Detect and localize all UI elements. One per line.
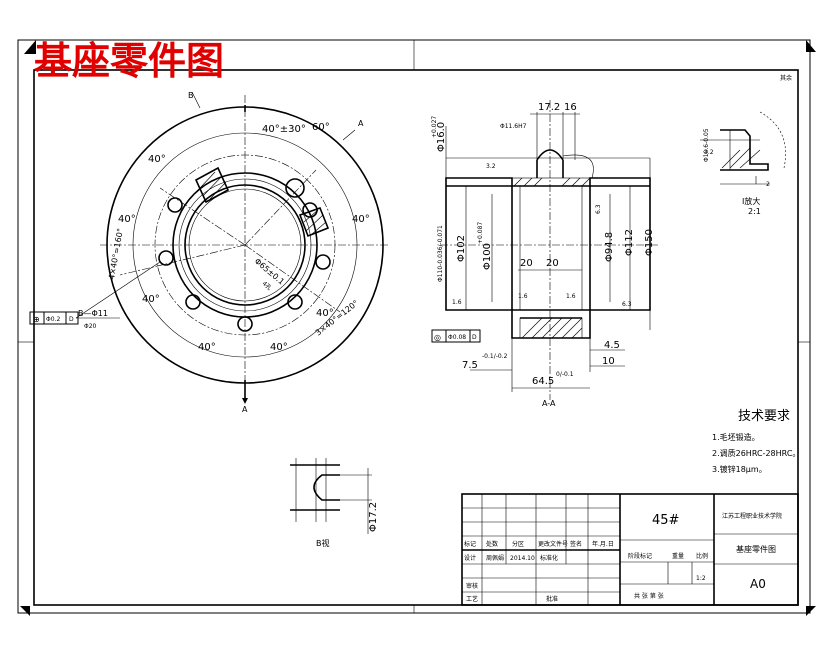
- dim-d112: Φ112: [624, 229, 635, 256]
- dim-4-5: 4.5: [604, 340, 620, 351]
- hole-diameter-label: Φ65±0.1: [253, 257, 286, 287]
- angle-label: 40°: [118, 214, 136, 225]
- dim-7-5: 7.5: [462, 360, 478, 371]
- school-cell: 江苏工程职业技术学院: [722, 512, 782, 520]
- stage-cell: 阶段标记: [628, 552, 652, 560]
- small-hole-sub-label: Φ20: [84, 323, 97, 330]
- header-cell: 标记: [464, 540, 476, 548]
- header-cell: 年.月.日: [592, 540, 614, 548]
- dim-d16-tol: +0.027: [431, 116, 438, 138]
- dim-16: 16: [564, 102, 577, 113]
- svg-text:Φ0.08: Φ0.08: [448, 334, 466, 341]
- dim-20-a: 20: [520, 258, 533, 269]
- header-cell: 更改文件号: [538, 540, 568, 548]
- angle-label: 40°: [316, 308, 334, 319]
- header-cell: 签名: [570, 540, 582, 548]
- design-cell: 设计: [464, 554, 476, 562]
- dim-64-5-tol: 0/-0.1: [556, 371, 574, 378]
- drawing-no-cell: A0: [750, 577, 766, 591]
- view-mark-b: B: [188, 91, 194, 100]
- review-cell: 审核: [466, 582, 478, 590]
- header-cell: 处数: [486, 540, 498, 548]
- tech-req-item: 1.毛坯锻造。: [712, 432, 760, 442]
- dim-d110: Φ110-0.036/-0.071: [437, 225, 444, 282]
- view-b-dim: Φ17.2: [368, 502, 379, 532]
- view-b: [290, 458, 372, 534]
- drawing-title: 基座零件图: [34, 38, 224, 83]
- dim-20-b: 20: [546, 258, 559, 269]
- section-view-label: A-A: [542, 399, 556, 408]
- roughness-3-2: 3.2: [486, 163, 496, 170]
- roughness-1-6: 1.6: [566, 293, 576, 300]
- chamfer-label: Φ11.6H7: [500, 123, 527, 130]
- detail-dim: Φ10.6-0.05: [703, 128, 710, 162]
- concentricity-tolerance-frame: ◎ Φ0.08 D: [431, 329, 481, 343]
- title-block: [461, 493, 799, 606]
- header-cell: 分区: [512, 540, 524, 548]
- roughness-6-3: 6.3: [622, 301, 632, 308]
- approve-cell: 批准: [546, 595, 558, 603]
- svg-text:D: D: [69, 316, 74, 323]
- angle-label: 40°: [142, 294, 160, 305]
- stage-cell: 重量: [672, 552, 684, 560]
- roughness-6-3: 6.3: [595, 204, 602, 214]
- dim-d94: Φ94.8: [604, 232, 615, 262]
- scale-cell: 1:2: [696, 575, 706, 582]
- angle-label: 40°: [198, 342, 216, 353]
- part-name-cell: 基座零件图: [736, 544, 776, 554]
- tech-req-item: 2.调质26HRC-28HRC。: [712, 448, 800, 458]
- svg-text:◎: ◎: [434, 333, 441, 342]
- dim-10: 10: [602, 356, 615, 367]
- tech-req-heading: 技术要求: [738, 409, 790, 424]
- corner-note: 其余: [780, 74, 792, 82]
- front-view: [100, 91, 390, 404]
- detail-dim-2: 2: [766, 181, 770, 188]
- dim-d150: Φ150: [644, 229, 655, 256]
- material-cell: 45#: [652, 513, 679, 528]
- detail-roughness: 3.2: [704, 149, 714, 156]
- angle-label: 60°: [312, 122, 330, 133]
- roughness-1-6: 1.6: [452, 299, 462, 306]
- hole-count-label: 4孔: [261, 279, 274, 291]
- view-b-label: B视: [316, 538, 330, 548]
- detail-view: [700, 111, 786, 185]
- svg-text:Φ0.2: Φ0.2: [46, 316, 60, 323]
- small-hole-label: B—Φ11: [78, 309, 108, 318]
- angle-label: 40°: [352, 214, 370, 225]
- angle-label: 40°±30°: [262, 124, 306, 135]
- section-mark-bottom: A: [242, 405, 248, 414]
- detail-label: Ⅰ放大: [742, 196, 760, 206]
- angle-label: 40°: [270, 342, 288, 353]
- section-view-a-a: [440, 100, 660, 400]
- dim-d100: Φ100: [482, 243, 493, 270]
- detail-scale: 2:1: [748, 207, 761, 216]
- sheet-cell: 共 张 第 张: [634, 592, 664, 600]
- svg-text:D: D: [472, 334, 477, 341]
- pattern-left-label: 4×40°=160°: [107, 228, 125, 281]
- tech-req-item: 3.镀锌18μm。: [712, 464, 767, 474]
- svg-text:⊕: ⊕: [33, 315, 40, 324]
- design-cell: 2014.10: [510, 555, 535, 562]
- angle-label: 40°: [148, 154, 166, 165]
- dim-17-2: 17.2: [538, 102, 560, 113]
- design-cell: 标准化: [540, 554, 558, 562]
- dim-7-5-tol: -0.1/-0.2: [482, 353, 508, 360]
- dim-d16: Φ16.0: [436, 122, 447, 152]
- drawing-frame: [17, 39, 816, 616]
- position-tolerance-frame: ⊕ Φ0.2 D: [29, 311, 79, 325]
- dim-d100-tol: +0.087: [477, 222, 484, 244]
- roughness-1-6: 1.6: [518, 293, 528, 300]
- design-cell: 周佩娟: [486, 554, 504, 562]
- process-cell: 工艺: [466, 595, 478, 603]
- section-mark-top: A: [358, 119, 364, 128]
- stage-cell: 比例: [696, 552, 708, 560]
- dim-d102: Φ102: [456, 235, 467, 262]
- dim-64-5: 64.5: [532, 376, 554, 387]
